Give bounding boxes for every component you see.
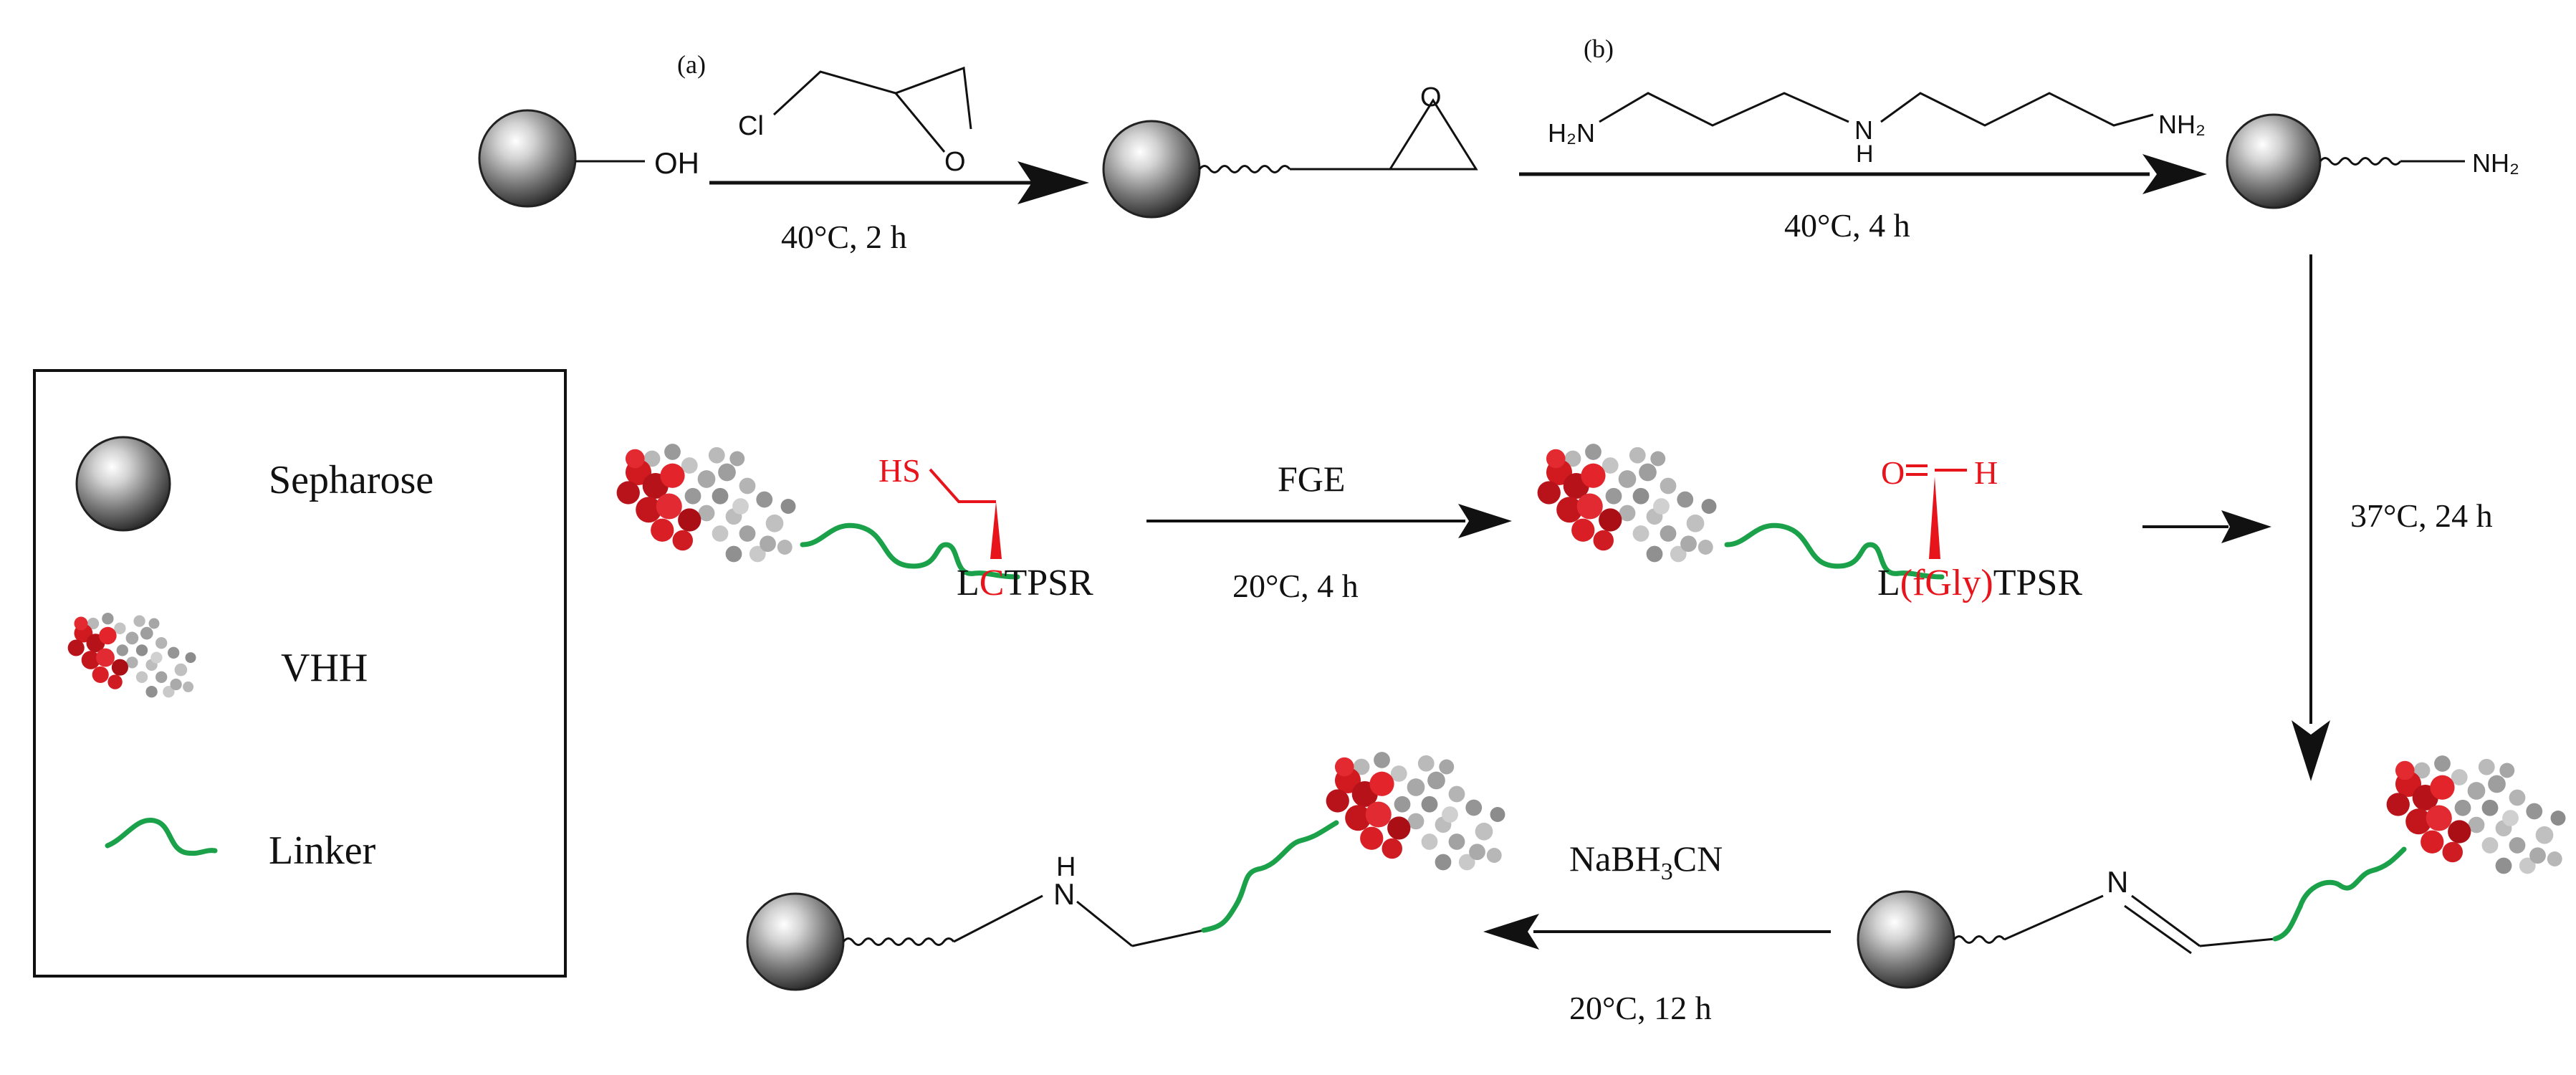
legend-label-linker: Linker (269, 828, 376, 873)
bond-line (1076, 900, 1133, 947)
wavy-spacer (1953, 935, 2006, 944)
step-b-label: (b) (1584, 34, 1614, 63)
epoxide-oxygen-label: O (1420, 82, 1442, 113)
arrowhead-icon (1018, 161, 1089, 204)
legend-label-sepharose: Sepharose (269, 458, 434, 502)
bead-amine: NH₂ (2226, 113, 2519, 209)
epichlorohydrin: Cl O (738, 66, 972, 177)
legend-box: Sepharose VHH Linker (33, 369, 567, 978)
bond-line (2199, 937, 2276, 947)
cys-tag-sequence: LCTPSR (957, 563, 1093, 603)
seq-cysteine: C (980, 563, 1005, 603)
arrow-fge (1146, 504, 1512, 538)
alkyl-chain-right (1880, 92, 2154, 127)
chlorine-label: Cl (738, 111, 764, 141)
imine-double-bond (2131, 894, 2201, 947)
sepharose-bead-icon (2226, 113, 2322, 209)
reduction-conditions: 20°C, 12 h (1569, 990, 1712, 1026)
coupling-conditions: 37°C, 24 h (2350, 497, 2493, 534)
arrowhead-icon (2292, 720, 2330, 781)
vhh-fgly-tag: O H L(fGly)TPSR (1537, 444, 2082, 603)
amine-left-label: H₂N (1548, 118, 1595, 148)
wavy-spacer (1198, 165, 1291, 173)
hydroxyl-label: OH (654, 146, 699, 180)
amine-terminal-label: NH₂ (2472, 148, 2519, 178)
alkyl-chain-left (1599, 92, 1849, 127)
reagent-suffix: CN (1673, 838, 1723, 879)
wedge-bond-icon (990, 502, 1002, 559)
arrowhead-icon (2221, 510, 2271, 543)
arrow-coupling (2292, 254, 2330, 781)
vhh-protein-icon (2386, 755, 2566, 874)
step-a-conditions: 40°C, 2 h (781, 219, 907, 255)
step-a-label: (a) (677, 50, 706, 79)
epoxide-ring (1389, 98, 1478, 171)
thiol-bond (929, 468, 996, 503)
vhh-cys-tag: HS LCTPSR (616, 444, 1093, 603)
step-b-conditions: 40°C, 4 h (1784, 207, 1910, 244)
imine-double-bond (2124, 904, 2192, 955)
linker-icon (105, 818, 218, 856)
linker-chain (2272, 846, 2407, 942)
seq-suffix: TPSR (1004, 563, 1093, 603)
linker-chain (800, 522, 1020, 580)
aldehyde-hydrogen-label: H (1974, 454, 1998, 491)
wavy-spacer (2319, 157, 2402, 166)
fgly-tag-sequence: L(fGly)TPSR (1877, 563, 2082, 603)
epoxide-oxygen-label: O (944, 147, 966, 177)
linker-chain (1201, 820, 1339, 933)
wedge-bond-icon (1929, 477, 1940, 559)
sepharose-bead-icon (75, 436, 171, 532)
linker-chain (1724, 522, 1945, 580)
aldehyde-oxygen-label: O (1881, 454, 1905, 491)
vhh-protein-icon (616, 444, 796, 563)
arrow-to-coupling (2142, 510, 2271, 543)
amine-right-label: NH₂ (2158, 110, 2206, 139)
vhh-protein-icon (1326, 752, 1505, 871)
fge-enzyme-label: FGE (1278, 459, 1345, 499)
sepharose-bead-icon (746, 892, 845, 991)
reducing-agent-label: NaBH3CN (1569, 838, 1723, 885)
epoxide-ring-bonds (895, 66, 972, 130)
reagent-subscript: 3 (1661, 859, 1673, 885)
legend-label-vhh: VHH (281, 646, 368, 690)
sepharose-bead-icon (1102, 120, 1201, 219)
amine-mid-h: H (1856, 140, 1874, 168)
final-conjugate: H N (746, 752, 1505, 991)
thiol-label: HS (878, 452, 921, 489)
sepharose-bead-icon (1857, 890, 1955, 989)
arrowhead-icon (1458, 504, 1512, 538)
imine-conjugate: N (1857, 755, 2566, 989)
bond-line (1131, 929, 1205, 947)
arrowhead-icon (2142, 154, 2207, 194)
bond-line (953, 894, 1043, 943)
epoxide-ring-bond (894, 92, 946, 153)
seq-prefix: L (957, 563, 980, 603)
seq-suffix: TPSR (1993, 563, 2083, 603)
seq-prefix: L (1877, 563, 1900, 603)
spermidine-like-amine: H₂N N H NH₂ (1548, 92, 2206, 168)
epichlorohydrin-bonds (772, 70, 896, 116)
amine-mid-n: N (1854, 115, 1873, 145)
amine-n-label: N (1053, 877, 1075, 911)
seq-fgly: (fGly) (1900, 563, 1993, 603)
imine-n-label: N (2107, 865, 2128, 899)
sepharose-bead-icon (478, 109, 577, 208)
arrowhead-icon (1483, 914, 1539, 950)
bead-hydroxyl: OH (478, 109, 699, 208)
arrow-reduction (1483, 914, 1831, 950)
vhh-protein-icon (1537, 444, 1717, 563)
bond-line (2003, 894, 2104, 941)
bead-epoxide: O (1102, 82, 1478, 219)
fge-conditions: 20°C, 4 h (1232, 568, 1359, 604)
amine-h-label: H (1056, 852, 1076, 882)
arrow-step-a (709, 161, 1089, 204)
wavy-spacer (842, 937, 955, 946)
reagent-prefix: NaBH (1569, 838, 1661, 879)
arrow-step-b (1519, 154, 2207, 194)
